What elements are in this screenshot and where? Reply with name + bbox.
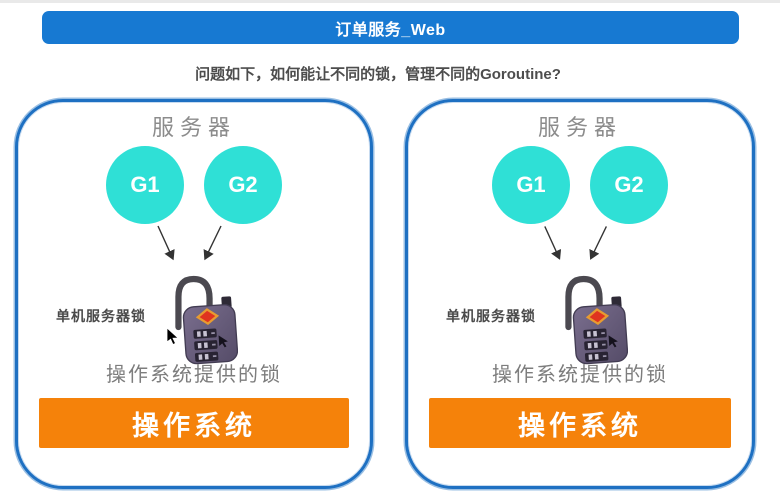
goroutine-circles: G1 G2 — [18, 146, 370, 224]
window-edge — [0, 0, 780, 3]
goroutine-circles: G1 G2 — [408, 146, 752, 224]
lock-label: 单机服务器锁 — [56, 308, 146, 324]
server-panel-right: 服务器 G1 G2 单机服务器锁 — [405, 99, 755, 489]
server-panel-left: 服务器 G1 G2 单机服务器锁 — [15, 99, 373, 489]
mouse-cursor-icon — [166, 328, 179, 346]
server-title: 服务器 — [151, 115, 236, 140]
os-bar-label: 操作系统 — [518, 410, 642, 441]
os-bar-label: 操作系统 — [132, 410, 256, 441]
padlock-icon — [565, 275, 628, 365]
goroutine-g2-circle: G2 — [590, 146, 668, 224]
lock-label: 单机服务器锁 — [446, 308, 536, 324]
goroutine-g2-circle: G2 — [204, 146, 282, 224]
lock-caption: 操作系统提供的锁 — [106, 364, 282, 386]
arrow-down-icon — [157, 225, 222, 261]
header-title: 订单服务_Web — [335, 21, 446, 39]
server-title: 服务器 — [537, 115, 622, 140]
goroutine-g1-circle: G1 — [492, 146, 570, 224]
goroutine-g1-circle: G1 — [106, 146, 184, 224]
lock-caption: 操作系统提供的锁 — [492, 364, 668, 386]
arrow-down-icon — [544, 226, 608, 260]
padlock-icon — [175, 275, 238, 365]
os-bar: 操作系统 — [429, 398, 731, 448]
os-bar: 操作系统 — [39, 398, 349, 448]
header-bar: 订单服务_Web — [42, 11, 739, 44]
question-text: 问题如下，如何能让不同的锁，管理不同的Goroutine? — [195, 66, 561, 83]
